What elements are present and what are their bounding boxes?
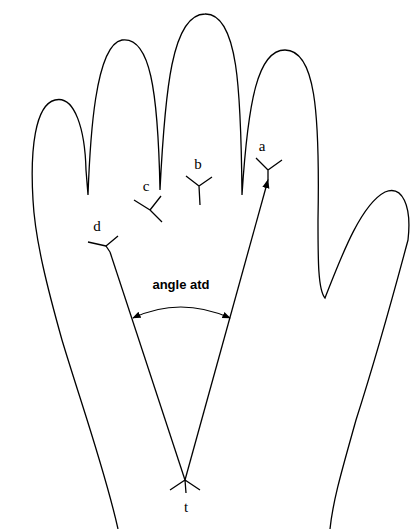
point-letter: a — [259, 139, 266, 154]
hand-outline — [32, 14, 409, 529]
triradius-symbol — [88, 236, 118, 252]
angle-ray — [185, 180, 268, 480]
point-letter: d — [93, 219, 101, 234]
triradius-symbol — [256, 158, 282, 180]
point-letter: t — [184, 500, 188, 515]
point-letter: b — [194, 157, 202, 172]
triradius-symbol — [170, 480, 200, 493]
triradius-symbol — [186, 176, 212, 205]
triradius-symbol — [134, 196, 162, 222]
point-letter: c — [143, 179, 150, 194]
angle-arc — [133, 307, 230, 318]
angle-label: angle atd — [152, 278, 209, 291]
